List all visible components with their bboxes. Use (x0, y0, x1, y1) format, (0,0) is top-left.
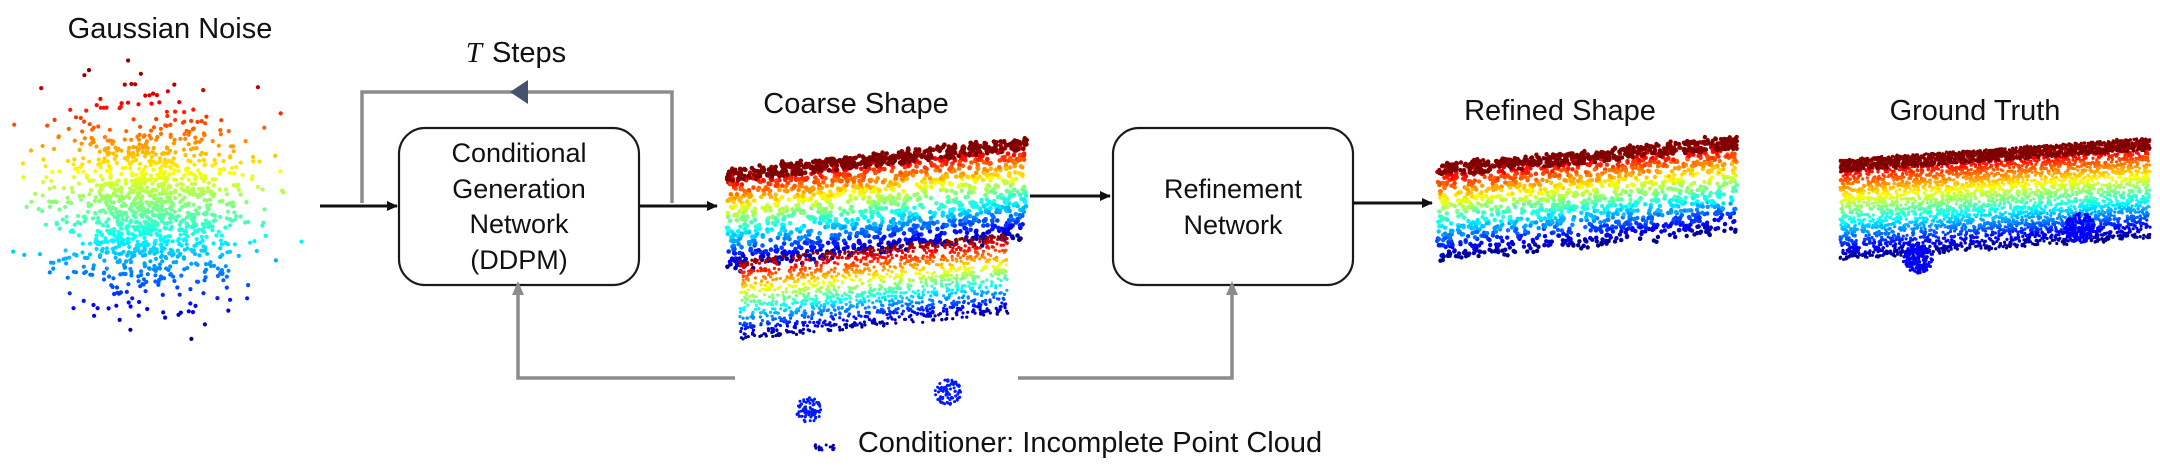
steps-word: Steps (492, 37, 566, 69)
conditioner-label: Conditioner: Incomplete Point Cloud (858, 427, 1322, 459)
incomplete-point-cloud (738, 233, 1010, 452)
coarse-shape-label: Coarse Shape (763, 88, 948, 120)
refinement-line-2: Network (1183, 210, 1283, 240)
ground-truth-point-cloud (1838, 137, 2152, 275)
cgn-line-4: (DDPM) (470, 245, 567, 275)
refined-shape-label: Refined Shape (1464, 95, 1656, 127)
refinement-line-1: Refinement (1164, 174, 1303, 204)
cgn-line-1: Conditional (451, 138, 586, 168)
conditioner-to-cgn-arrow (512, 281, 735, 380)
refined-shape-point-cloud (1434, 134, 1740, 263)
cgn-line-2: Generation (452, 174, 586, 204)
conditioner-to-refinement-arrow (1018, 281, 1238, 380)
t-symbol: T (466, 37, 484, 69)
ground-truth-label: Ground Truth (1890, 95, 2061, 127)
coarse-shape-point-cloud (724, 136, 1029, 274)
gaussian-noise-point-cloud (11, 58, 304, 341)
cgn-line-3: Network (469, 209, 569, 239)
gaussian-noise-label: Gaussian Noise (68, 13, 273, 45)
loop-arrowhead-icon (510, 80, 528, 104)
refinement-network-box (1111, 126, 1355, 287)
